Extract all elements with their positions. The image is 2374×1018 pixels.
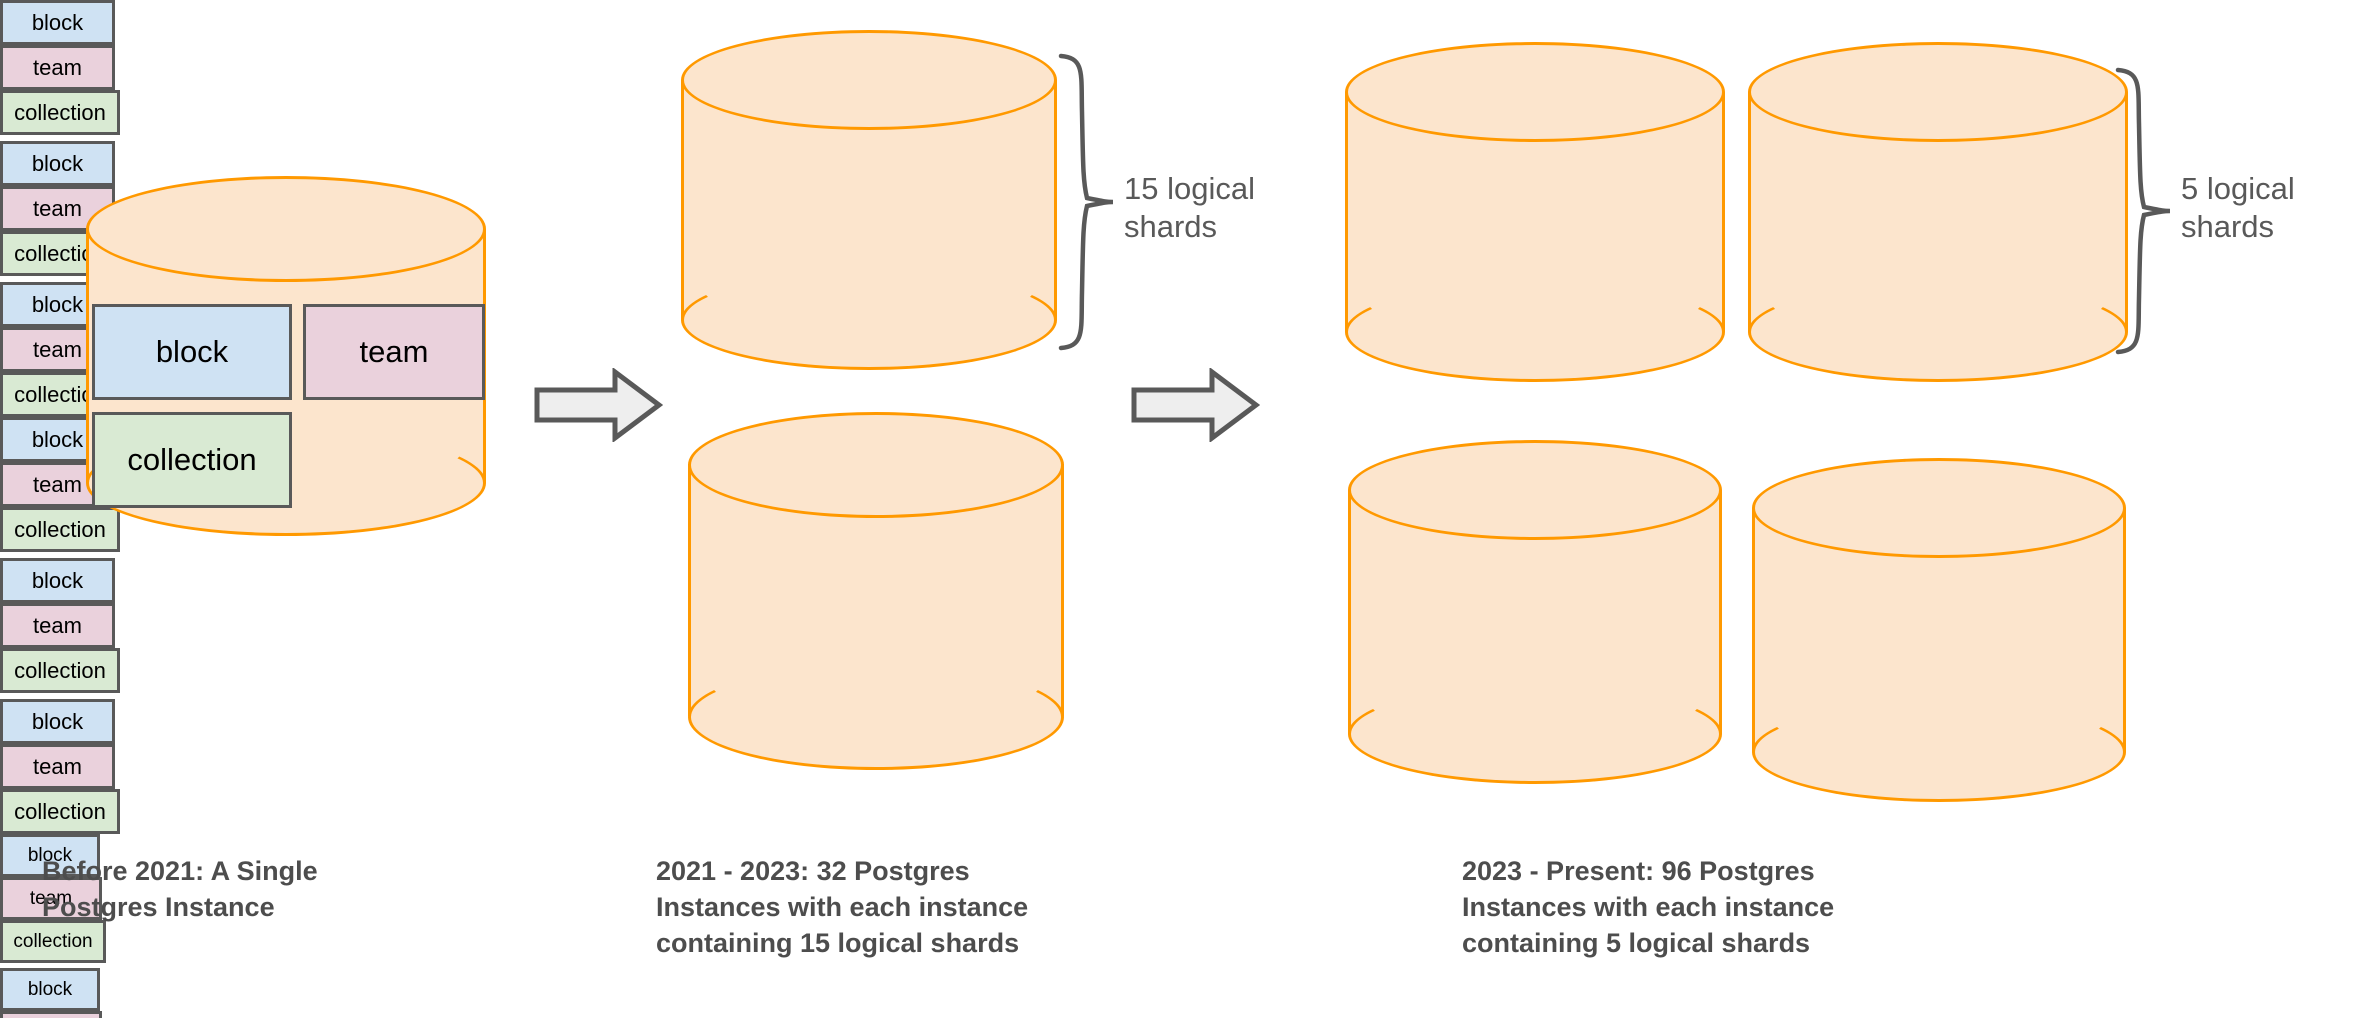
cylinder-top-ellipse — [86, 176, 486, 282]
shard-team: team — [0, 603, 115, 648]
shard-label: block — [31, 291, 84, 317]
shard-label: collection — [14, 798, 106, 824]
curly-brace-icon — [1058, 53, 1114, 351]
shard-block: block — [0, 558, 115, 603]
database-cylinder-r-tr — [1748, 42, 2128, 382]
shard-label: block — [31, 9, 84, 35]
database-cylinder-m-top — [681, 30, 1057, 370]
shard-label: block — [27, 978, 73, 1000]
shard-block: block — [0, 141, 115, 186]
cylinder-top-ellipse — [681, 30, 1057, 130]
brace-5-logical-shards — [2112, 66, 2174, 356]
shard-label: team — [33, 753, 82, 779]
shard-row: block team collection — [0, 699, 370, 834]
entity-box-label: block — [155, 334, 229, 369]
entity-box-collection: collection — [92, 412, 292, 508]
shard-row: block team collection — [0, 141, 370, 276]
shard-block: block — [0, 699, 115, 744]
shard-collection: collection — [0, 789, 120, 834]
brace-label-5-shards: 5 logical shards — [2181, 171, 2295, 244]
arrow-right-icon — [1131, 367, 1261, 443]
panel-caption-2023-present: 2023 - Present: 96 Postgres Instances wi… — [1462, 856, 1835, 958]
shard-team: team — [0, 45, 115, 90]
cylinder-bottom-ellipse — [1748, 282, 2128, 382]
curly-brace-icon — [2115, 67, 2171, 355]
shard-label: team — [33, 195, 82, 221]
shard-label: block — [31, 567, 84, 593]
shard-collection: collection — [0, 648, 120, 693]
shard-label: block — [27, 844, 73, 866]
shard-team: team — [0, 1011, 102, 1018]
shard-grid-m-top: block team collection block team collect… — [0, 0, 370, 417]
transition-arrow-1 — [533, 367, 664, 443]
shard-label: team — [29, 887, 73, 909]
shard-label: block — [31, 426, 84, 452]
entity-box-team: team — [303, 304, 485, 400]
cylinder-bottom-ellipse — [688, 664, 1064, 770]
entity-box-block: block — [92, 304, 292, 400]
panel-caption-before-2021: Before 2021: A Single Postgres Instance — [42, 856, 318, 922]
shard-label: team — [33, 471, 82, 497]
shard-label: collection — [14, 99, 106, 125]
shard-block: block — [0, 968, 100, 1011]
shard-label: team — [33, 54, 82, 80]
shard-block: block — [0, 834, 100, 877]
shard-label: block — [31, 708, 84, 734]
cylinder-top-ellipse — [1752, 458, 2126, 558]
transition-arrow-2 — [1130, 367, 1261, 443]
shard-row: block team collection — [0, 0, 370, 135]
database-cylinder-r-tl — [1345, 42, 1725, 382]
shard-label: collection — [14, 516, 106, 542]
cylinder-top-ellipse — [688, 412, 1064, 518]
shard-label: team — [33, 612, 82, 638]
brace-15-logical-shards — [1055, 52, 1117, 352]
cylinder-top-ellipse — [1748, 42, 2128, 142]
shard-team: team — [0, 877, 102, 920]
panel-caption-2021-2023: 2021 - 2023: 32 Postgres Instances with … — [656, 856, 1029, 958]
database-cylinder-r-br — [1752, 458, 2126, 802]
database-cylinder-r-bl — [1348, 440, 1722, 784]
entity-box-label: team — [359, 334, 429, 369]
shard-collection: collection — [0, 507, 120, 552]
shard-collection: collection — [0, 920, 106, 963]
shard-collection: collection — [0, 90, 120, 135]
cylinder-bottom-ellipse — [1348, 684, 1722, 784]
arrow-right-icon — [534, 367, 664, 443]
cylinder-top-ellipse — [1345, 42, 1725, 142]
shard-team: team — [0, 744, 115, 789]
shard-row: block team collection — [0, 558, 370, 693]
shard-label: collection — [14, 657, 106, 683]
shard-grid-r-tl: block team collection block team collect… — [0, 834, 330, 1018]
cylinder-top-ellipse — [1348, 440, 1722, 540]
cylinder-bottom-ellipse — [681, 270, 1057, 370]
database-cylinder-m-bottom — [688, 412, 1064, 770]
entity-box-label: collection — [127, 442, 257, 477]
shard-row: block team collection — [0, 834, 330, 963]
cylinder-bottom-ellipse — [1752, 702, 2126, 802]
shard-label: block — [31, 150, 84, 176]
shard-row: block team collection — [0, 968, 330, 1018]
shard-block: block — [0, 0, 115, 45]
shard-label: collection — [13, 930, 93, 952]
shard-label: team — [33, 336, 82, 362]
brace-label-15-shards: 15 logical shards — [1124, 171, 1255, 244]
cylinder-bottom-ellipse — [1345, 282, 1725, 382]
